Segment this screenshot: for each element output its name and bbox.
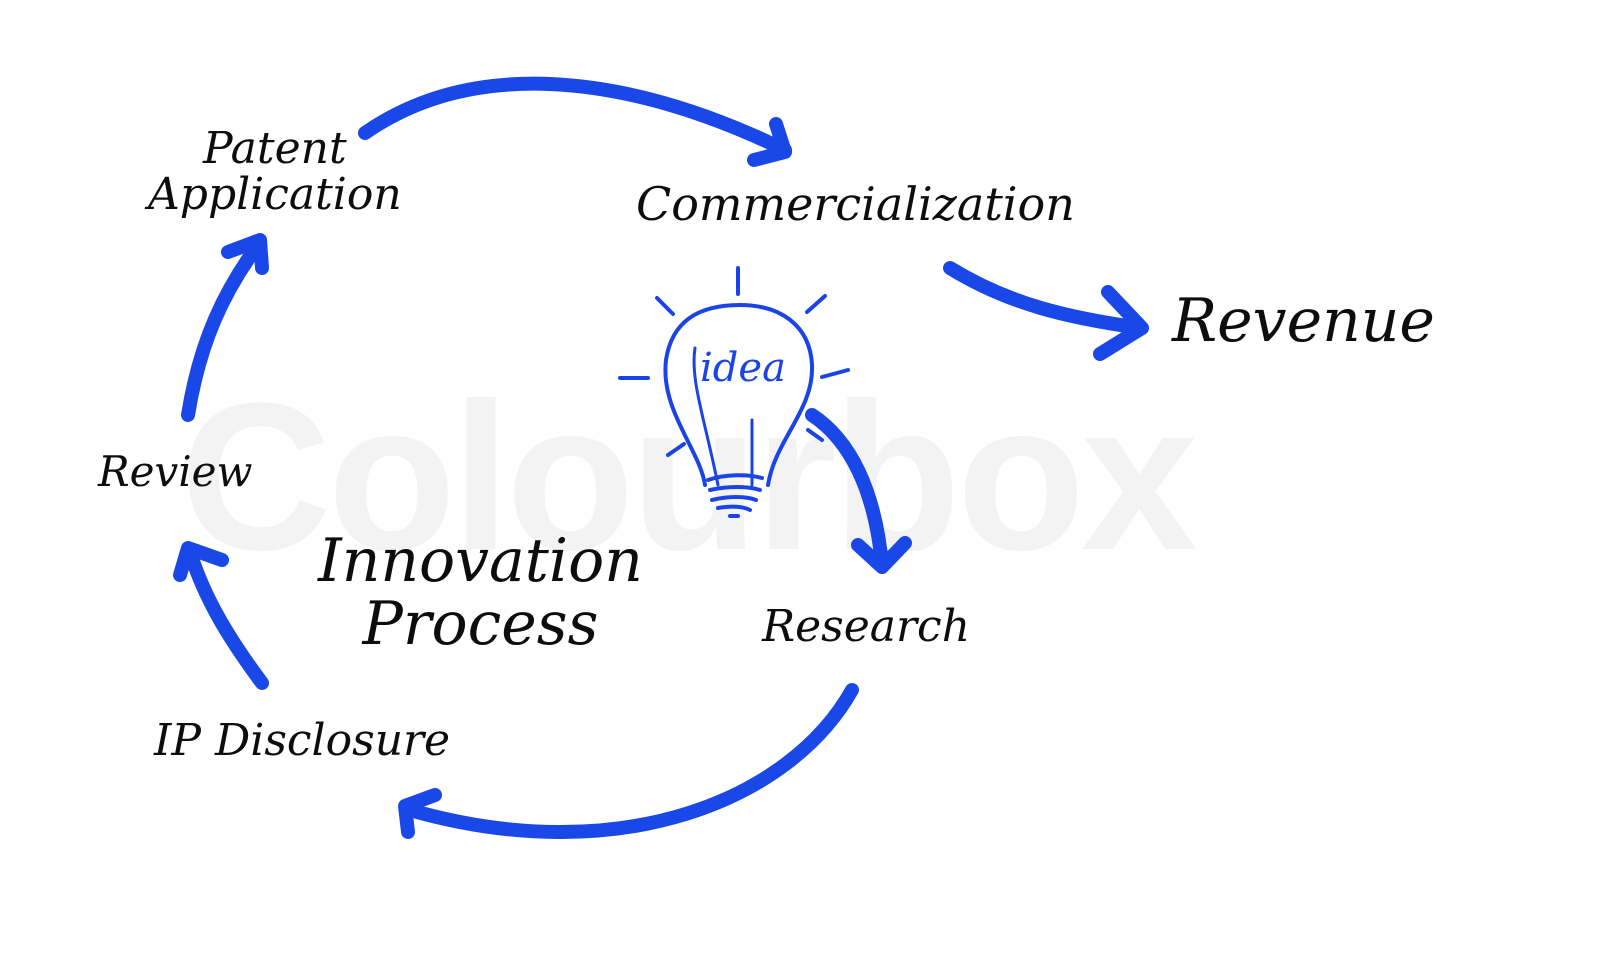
- idea-label: idea: [700, 345, 786, 391]
- lightbulb-icon: [618, 266, 850, 518]
- step-label-line: Application: [148, 169, 402, 221]
- step-patent-application: Patent Application: [148, 123, 402, 221]
- arrow-review-to-patent: [181, 233, 269, 422]
- step-ip-disclosure: IP Disclosure: [154, 715, 451, 766]
- step-label-line: Patent: [203, 123, 347, 174]
- step-revenue: Revenue: [1172, 286, 1435, 356]
- title-line: Process: [362, 589, 599, 659]
- arrow-patent-to-commercialization: [358, 76, 792, 167]
- diagram-title: Innovation Process: [318, 530, 643, 656]
- arrow-research-to-ipdisclosure: [398, 683, 859, 840]
- arrow-commercialization-to-revenue: [943, 261, 1149, 361]
- watermark: Colourbox: [180, 359, 1198, 594]
- step-research: Research: [762, 601, 971, 652]
- step-review: Review: [98, 447, 253, 496]
- arrow-idea-to-research: [805, 408, 912, 574]
- title-line: Innovation: [318, 526, 643, 596]
- arrow-ipdisclosure-to-review: [173, 541, 269, 690]
- step-commercialization: Commercialization: [636, 177, 1075, 231]
